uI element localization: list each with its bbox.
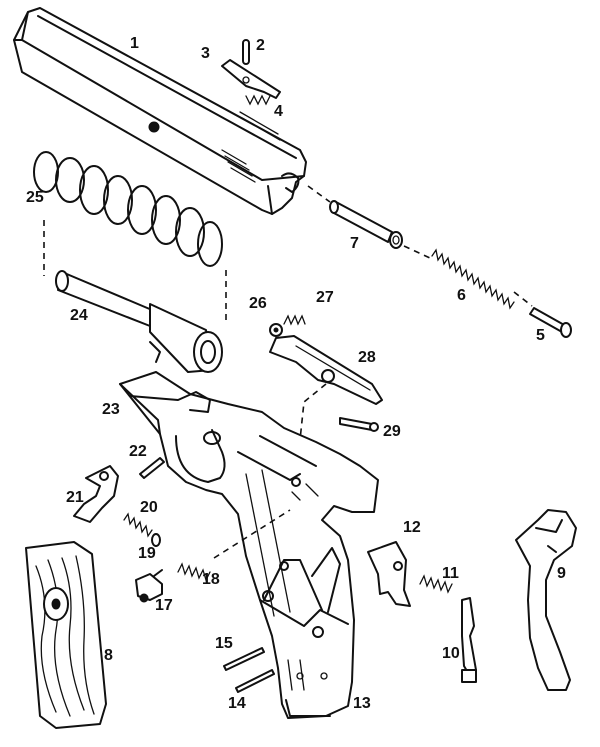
callout-18: 18 bbox=[202, 571, 220, 588]
callout-28: 28 bbox=[358, 349, 376, 366]
callout-2: 2 bbox=[256, 37, 265, 54]
part-12-sear bbox=[367, 541, 411, 607]
part-5-pin bbox=[529, 307, 572, 338]
callout-4: 4 bbox=[274, 103, 283, 120]
callout-15: 15 bbox=[215, 635, 233, 652]
part-15-pin bbox=[223, 647, 265, 671]
part-4-spring bbox=[245, 94, 271, 106]
callout-17: 17 bbox=[155, 597, 173, 614]
part-20-spring bbox=[123, 512, 153, 538]
callout-10: 10 bbox=[442, 645, 460, 662]
part-7-guide bbox=[329, 200, 403, 249]
callout-22: 22 bbox=[129, 443, 147, 460]
part-8-grip bbox=[25, 541, 107, 729]
part-26-screw bbox=[269, 323, 283, 337]
part-27-spring bbox=[283, 314, 306, 326]
part-1-slide bbox=[13, 7, 307, 215]
part-22-pin bbox=[139, 457, 165, 479]
part-24-barrel bbox=[55, 270, 223, 373]
callout-29: 29 bbox=[383, 423, 401, 440]
dashed-line bbox=[513, 291, 533, 307]
callout-6: 6 bbox=[457, 287, 466, 304]
part-29-pin bbox=[339, 417, 379, 432]
dashed-line bbox=[307, 185, 331, 203]
part-17-safety bbox=[135, 569, 163, 603]
callout-1: 1 bbox=[130, 35, 139, 52]
part-25-recoil-spring bbox=[33, 151, 223, 267]
part-18-spring bbox=[177, 509, 291, 582]
callout-7: 7 bbox=[350, 235, 359, 252]
part-23-frame bbox=[119, 371, 379, 719]
callout-14: 14 bbox=[228, 695, 246, 712]
callout-20: 20 bbox=[140, 499, 158, 516]
callout-5: 5 bbox=[536, 327, 545, 344]
callout-12: 12 bbox=[403, 519, 421, 536]
callout-26: 26 bbox=[249, 295, 267, 312]
part-19-plunger bbox=[151, 533, 161, 547]
callout-24: 24 bbox=[70, 307, 88, 324]
callout-8: 8 bbox=[104, 647, 113, 664]
part-2-pin bbox=[242, 39, 250, 65]
part-9-hammer bbox=[515, 509, 577, 691]
part-10-disconnector bbox=[461, 597, 477, 683]
part-28-lever bbox=[269, 335, 383, 405]
part-13-magazine bbox=[285, 699, 331, 717]
bracket-25-24 bbox=[43, 220, 227, 320]
callout-9: 9 bbox=[557, 565, 566, 582]
callout-27: 27 bbox=[316, 289, 334, 306]
callout-23: 23 bbox=[102, 401, 120, 418]
callout-25: 25 bbox=[26, 189, 44, 206]
part-6-spring bbox=[431, 248, 515, 310]
callout-3: 3 bbox=[201, 45, 210, 62]
callout-13: 13 bbox=[353, 695, 371, 712]
callout-21: 21 bbox=[66, 489, 84, 506]
part-21-trigger bbox=[73, 465, 119, 523]
part-14-pin bbox=[235, 669, 275, 693]
callout-19: 19 bbox=[138, 545, 156, 562]
part-11-spring bbox=[419, 574, 453, 594]
part-3-extractor bbox=[221, 59, 281, 99]
dashed-line bbox=[299, 383, 327, 441]
dashed-line bbox=[403, 245, 431, 259]
callout-11: 11 bbox=[442, 565, 459, 582]
